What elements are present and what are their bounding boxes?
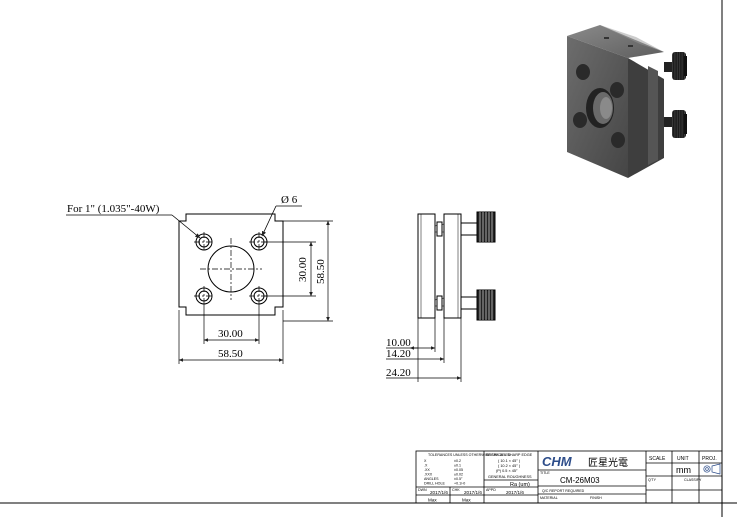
edges-line3: (P) 0.5 × 45° [496, 469, 518, 473]
tol-val-0: ±0.2 [454, 459, 461, 463]
isometric-render [567, 25, 687, 178]
tol-val-3: ±0.02 [454, 473, 463, 477]
finish-label: FINISH [590, 496, 602, 500]
tol-val-2: ±0.05 [454, 468, 463, 472]
dwn-date: 2017/1/6 [430, 490, 448, 495]
dwn-label: DWN [418, 488, 427, 492]
hole-diameter-label: Ø 6 [281, 194, 298, 206]
edges-line1: ( 10.1 × 45° ) [498, 459, 521, 463]
part-number: CM-26M03 [560, 476, 600, 485]
material-label: MATERIAL [540, 496, 558, 500]
tol-key-2: .XX [424, 468, 430, 472]
dwn-name: Max [428, 498, 437, 503]
dim-side-b: 14.20 [386, 348, 411, 360]
appd-label: APPD [486, 488, 496, 492]
tol-val-4: ±0.5° [454, 477, 463, 481]
tolerances-title: TOLERANCES UNLESS OTHERWISE SPECIFIED [428, 453, 511, 457]
classify-label: CLASSIFY [684, 478, 702, 482]
qty-label: Q'TY [648, 478, 657, 482]
chk-label: CHK [452, 488, 460, 492]
proj-label: PROJ. [702, 456, 717, 462]
tol-key-3: .XXX [424, 473, 433, 477]
dim-hole-spacing-v: 30.00 [297, 257, 309, 282]
dim-side-c: 24.20 [386, 367, 411, 379]
appd-date: 2017/1/6 [506, 490, 524, 495]
title-block: TOLERANCES UNLESS OTHERWISE SPECIFIED X … [415, 450, 723, 504]
dim-hole-spacing-h: 30.00 [218, 328, 243, 340]
tol-val-5: +0.1/-0 [454, 482, 465, 486]
roughness-ra: Ra (um) [510, 482, 530, 488]
tol-key-4: ANGLES [424, 477, 439, 481]
company-logo: CHM [542, 454, 573, 469]
front-view [66, 205, 333, 364]
dim-height: 58.50 [315, 259, 327, 284]
roughness-title: GENERAL ROUGHNESS [488, 475, 532, 479]
qc-note: Q/C REPORT REQUIRED [542, 489, 585, 493]
dim-side-a: 10.00 [386, 337, 411, 349]
chk-name: Max [462, 498, 471, 503]
unit-value: mm [676, 465, 691, 475]
tol-val-1: ±0.1 [454, 464, 461, 468]
tol-key-5: DRILL HOLE [424, 482, 445, 486]
tol-key-1: .X [424, 464, 428, 468]
tol-key-0: X [424, 459, 427, 463]
side-view [386, 211, 496, 382]
chk-date: 2017/1/6 [464, 490, 482, 495]
unit-label: UNIT [677, 456, 689, 462]
scale-label: SCALE [649, 456, 666, 462]
company-name: 匠星光電 [588, 456, 628, 469]
edges-title: BREAK ALL SHARP EDGE [486, 453, 533, 457]
projection-symbol-icon [703, 463, 721, 475]
thread-callout: For 1" (1.035"-40W) [67, 203, 160, 215]
dim-width: 58.50 [218, 348, 243, 360]
edges-line2: ( 10.2 × 45° ) [498, 464, 521, 468]
title-label: TITLE [540, 471, 550, 475]
